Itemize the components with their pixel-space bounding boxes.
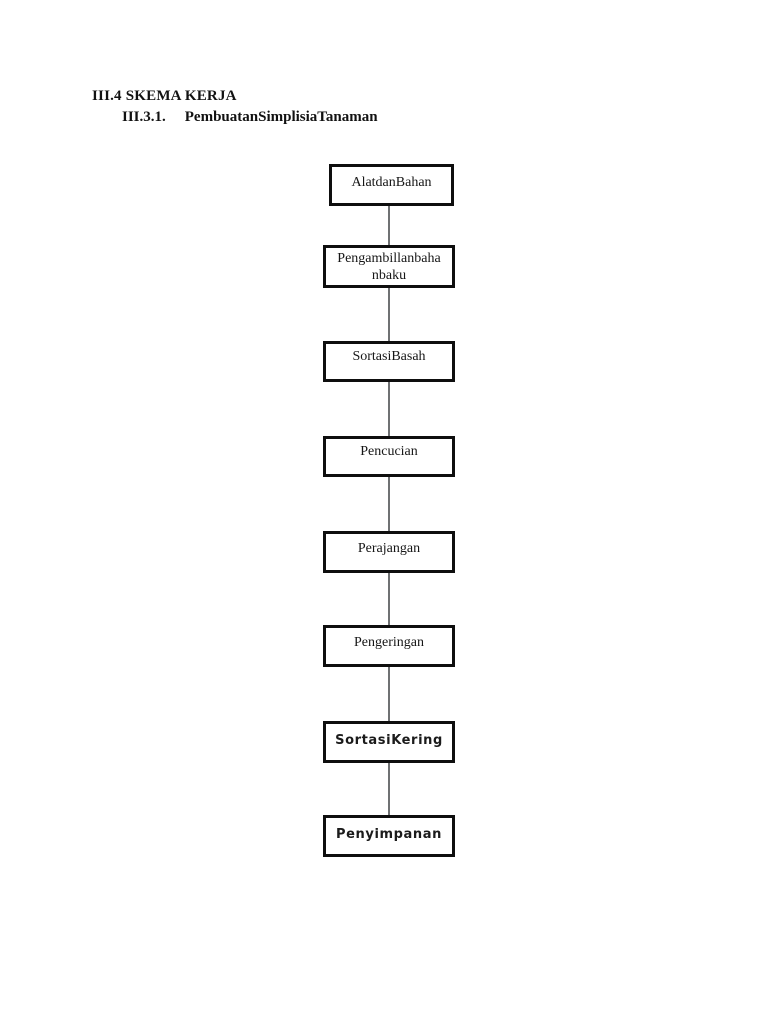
- flow-step-pengeringan: Pengeringan: [323, 625, 455, 667]
- flow-step-penyimpanan: Penyimpanan: [323, 815, 455, 857]
- flow-step-label: SortasiKering: [335, 733, 443, 748]
- flowchart: AlatdanBahan Pengambillanbaha nbaku Sort…: [323, 164, 455, 864]
- flow-step-alat-dan-bahan: AlatdanBahan: [329, 164, 454, 206]
- section-heading: III.4 SKEMA KERJA: [92, 88, 237, 104]
- flow-step-label: Perajangan: [357, 541, 421, 556]
- subsection-number: III.3.1.: [122, 109, 166, 125]
- flow-step-label-line1: Pengambillanbaha: [337, 251, 441, 266]
- subsection-title: PembuatanSimplisiaTanaman: [184, 109, 378, 125]
- connector-line: [388, 667, 390, 721]
- connector-line: [388, 477, 390, 531]
- flow-step-pengambilan-bahan-baku: Pengambillanbaha nbaku: [323, 245, 455, 288]
- flow-step-label: SortasiBasah: [352, 349, 426, 364]
- flow-step-sortasi-kering: SortasiKering: [323, 721, 455, 763]
- connector-line: [388, 288, 390, 341]
- flow-step-label: Penyimpanan: [335, 827, 443, 842]
- connector-line: [388, 573, 390, 625]
- flow-step-label-line2: nbaku: [371, 268, 407, 283]
- connector-line: [388, 382, 390, 436]
- flow-step-perajangan: Perajangan: [323, 531, 455, 573]
- flow-step-pencucian: Pencucian: [323, 436, 455, 477]
- connector-line: [388, 763, 390, 815]
- subsection-heading: III.3.1. PembuatanSimplisiaTanaman: [122, 109, 378, 126]
- flow-step-sortasi-basah: SortasiBasah: [323, 341, 455, 382]
- flow-step-label: AlatdanBahan: [351, 175, 432, 190]
- flow-step-label: Pengeringan: [354, 635, 424, 650]
- connector-line: [388, 206, 390, 245]
- flow-step-label: Pencucian: [360, 444, 418, 459]
